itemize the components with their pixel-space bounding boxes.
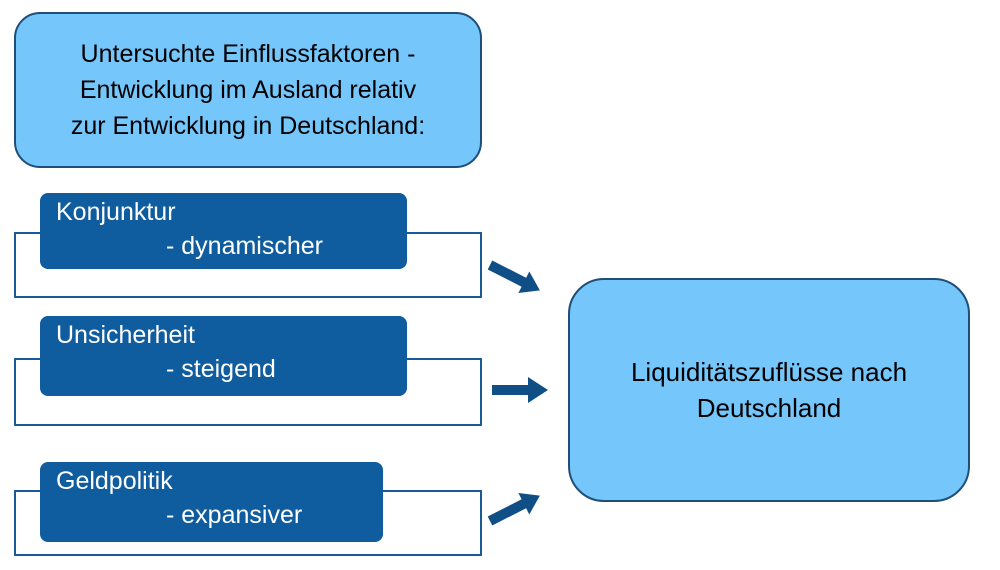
factor-name-unsicherheit: Unsicherheit <box>56 321 195 349</box>
factor-frame-unsicherheit-top-right <box>406 358 482 360</box>
factor-box-geldpolitik: Geldpolitik - expansiver <box>40 462 383 542</box>
arrow-geldpolitik-to-target <box>487 493 540 526</box>
factor-frame-geldpolitik <box>14 490 482 556</box>
factor-box-unsicherheit: Unsicherheit - steigend <box>40 316 407 396</box>
factor-direction-konjunktur: - dynamischer <box>166 232 323 260</box>
target-text: Liquiditätszuflüsse nach Deutschland <box>631 354 907 426</box>
factor-name-geldpolitik: Geldpolitik <box>56 467 173 495</box>
target-line-1: Liquiditätszuflüsse nach <box>630 357 908 387</box>
factor-frame-geldpolitik-top-right <box>382 490 482 492</box>
factor-direction-unsicherheit: - steigend <box>166 355 276 383</box>
factor-name-konjunktur: Konjunktur <box>56 198 176 226</box>
factor-frame-konjunktur-top-left <box>14 232 42 234</box>
factor-frame-konjunktur <box>14 232 482 298</box>
title-line-2: Entwicklung im Ausland relativ <box>79 76 417 104</box>
title-line-1: Untersuchte Einflussfaktoren - <box>80 40 416 68</box>
factor-frame-konjunktur-top-right <box>406 232 482 234</box>
factor-frame-unsicherheit-top-left <box>14 358 42 360</box>
factor-frame-geldpolitik-top-left <box>14 490 42 492</box>
factor-direction-geldpolitik: - expansiver <box>166 501 303 529</box>
factor-frame-unsicherheit <box>14 358 482 426</box>
arrow-unsicherheit-to-target <box>492 377 548 403</box>
liquidity-inflows-target-box: Liquiditätszuflüsse nach Deutschland <box>568 278 970 502</box>
arrow-konjunktur-to-target <box>487 260 540 293</box>
title-line-3: zur Entwicklung in Deutschland: <box>70 112 426 140</box>
influence-factors-title-box: Untersuchte Einflussfaktoren - Entwicklu… <box>14 12 482 168</box>
factor-box-konjunktur: Konjunktur - dynamischer <box>40 193 407 269</box>
title-text: Untersuchte Einflussfaktoren - Entwicklu… <box>71 36 425 144</box>
target-line-2: Deutschland <box>696 393 842 423</box>
